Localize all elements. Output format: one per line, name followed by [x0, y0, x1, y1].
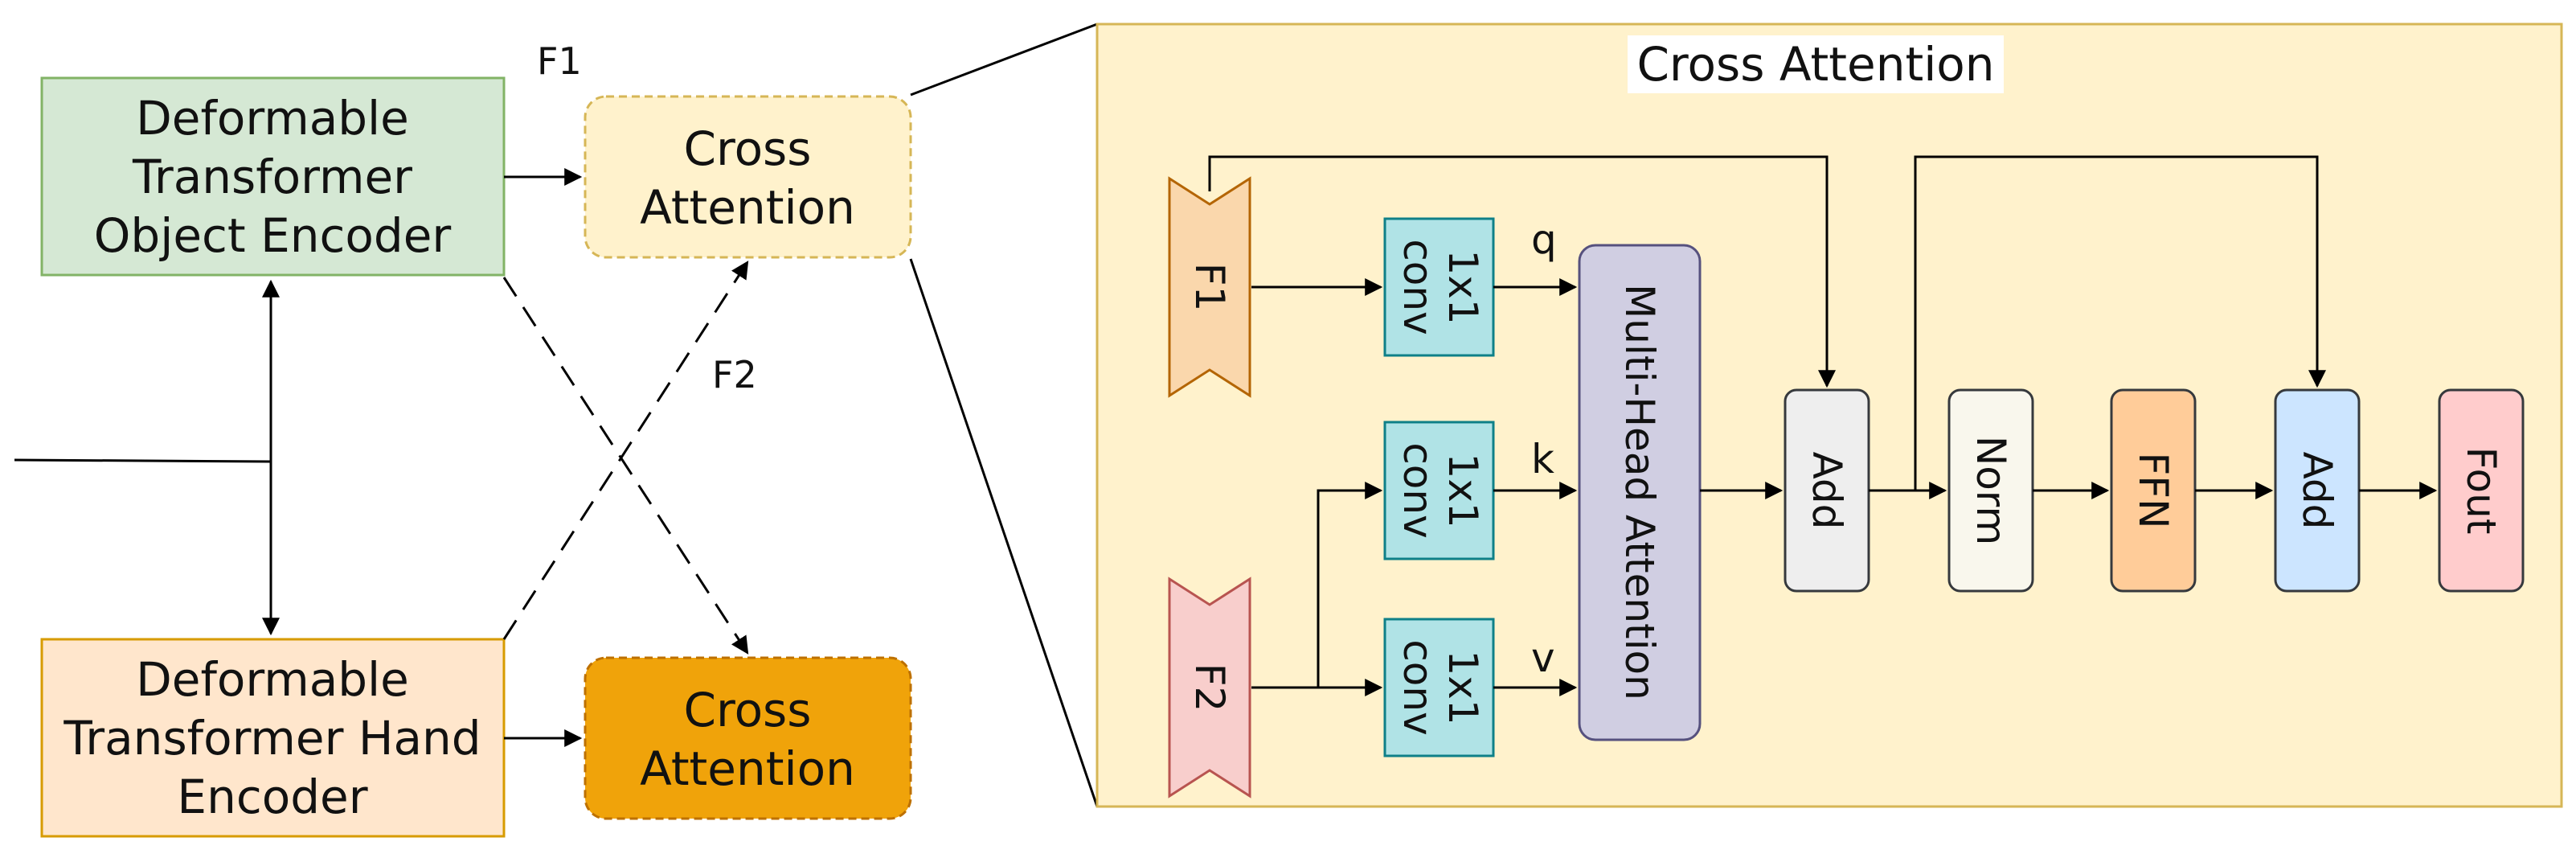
cross-attention-top-line-1: Cross	[684, 121, 812, 176]
conv-v-block: 1x1 conv	[1383, 618, 1495, 757]
conv-k-block: 1x1 conv	[1383, 421, 1495, 560]
conv-v-line-2: conv	[1394, 639, 1441, 735]
detail-title: Cross Attention	[1636, 37, 1994, 92]
cross-attention-bottom-line-2: Attention	[640, 741, 855, 796]
hand-encoder-line-1: Deformable	[136, 652, 409, 707]
hand-encoder-line-3: Encoder	[177, 770, 367, 824]
input-f2-label: F2	[1186, 663, 1233, 712]
object-encoder-line-2: Transformer	[132, 150, 412, 204]
detail-connectors	[1208, 155, 2438, 696]
ffn-label: FFN	[2130, 453, 2177, 529]
conv-q-line-2: conv	[1394, 239, 1441, 335]
conv-v-line-1: 1x1	[1440, 650, 1486, 725]
conv-q-block: 1x1 conv	[1383, 217, 1495, 357]
hand-encoder-line-2: Transformer Hand	[63, 711, 481, 766]
cross-attention-bottom-line-1: Cross	[684, 683, 812, 737]
hand-encoder-block: Deformable Transformer Hand Encoder	[40, 638, 506, 838]
object-encoder-line-3: Object Encoder	[94, 208, 452, 263]
ffn-block: FFN	[2110, 388, 2197, 593]
object-encoder-block: Deformable Transformer Object Encoder	[40, 76, 506, 277]
cross-attention-top-line-2: Attention	[640, 180, 855, 235]
object-encoder-line-1: Deformable	[136, 91, 409, 146]
add-1-block: Add	[1784, 388, 1870, 593]
multi-head-attention-label: Multi-Head Attention	[1616, 284, 1663, 700]
norm-block: Norm	[1947, 388, 2034, 593]
cross-attention-bottom-block: Cross Attention	[584, 656, 912, 820]
k-label: k	[1531, 436, 1554, 482]
conv-k-line-2: conv	[1394, 442, 1441, 538]
input-f1-shape: F1	[1168, 176, 1251, 398]
f2-label: F2	[712, 353, 757, 396]
norm-label: Norm	[1968, 436, 2014, 545]
f1-label: F1	[537, 39, 582, 83]
add-1-label: Add	[1804, 452, 1850, 530]
conv-q-line-1: 1x1	[1440, 249, 1486, 324]
cross-attention-top-block: Cross Attention	[584, 95, 912, 259]
add-2-block: Add	[2274, 388, 2361, 593]
q-label: q	[1531, 216, 1557, 263]
fout-label: Fout	[2458, 447, 2504, 535]
conv-k-line-1: 1x1	[1440, 453, 1486, 528]
v-label: v	[1531, 634, 1555, 681]
fout-block: Fout	[2438, 388, 2525, 593]
multi-head-attention-block: Multi-Head Attention	[1578, 244, 1702, 741]
left-connectors	[14, 23, 1099, 807]
input-f2-shape: F2	[1168, 577, 1251, 798]
input-f1-label: F1	[1186, 263, 1233, 312]
add-2-label: Add	[2294, 452, 2341, 530]
